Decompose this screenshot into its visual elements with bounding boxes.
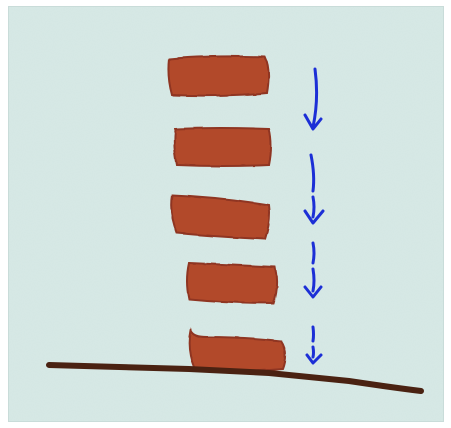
paper-background — [8, 6, 444, 422]
brick-4 — [187, 263, 277, 303]
drawing-svg — [9, 7, 444, 422]
brick-1 — [168, 56, 268, 95]
brick-2 — [174, 128, 271, 166]
